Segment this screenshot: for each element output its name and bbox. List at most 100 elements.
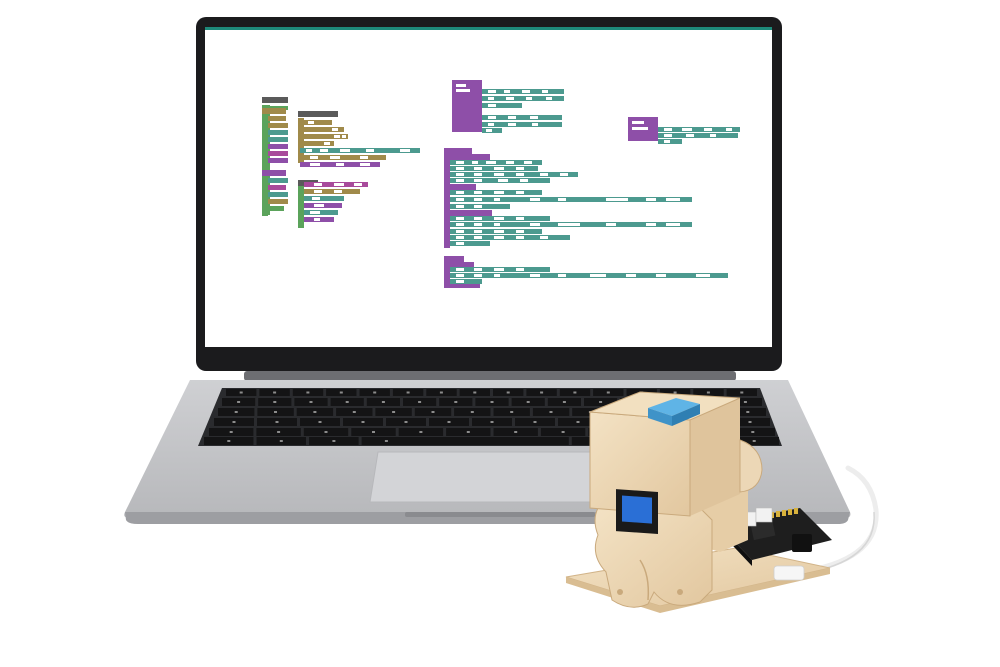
code-block-slot xyxy=(312,197,320,200)
code-block-slot xyxy=(366,149,374,152)
code-block-row xyxy=(482,122,562,127)
code-block-slot xyxy=(456,280,464,283)
usb-plug xyxy=(773,565,805,581)
code-block-slot xyxy=(474,205,482,208)
code-block-spine xyxy=(262,105,270,215)
key-legend xyxy=(372,431,375,433)
code-block-slot xyxy=(530,274,540,277)
code-block-slot xyxy=(530,198,540,201)
code-block-slot xyxy=(656,274,666,277)
code-block-row xyxy=(450,172,578,177)
code-block-slot xyxy=(632,127,648,130)
code-block-row xyxy=(300,148,420,153)
code-block xyxy=(268,158,288,163)
key-legend xyxy=(506,391,510,394)
key-legend xyxy=(599,401,603,403)
code-block-row xyxy=(450,273,728,278)
key-legend xyxy=(277,431,281,433)
key-legend xyxy=(466,431,470,433)
key-legend xyxy=(549,411,553,413)
code-block-slot xyxy=(494,230,504,233)
code-block-slot xyxy=(516,167,524,170)
key-legend xyxy=(419,431,423,433)
oled-screen xyxy=(622,495,652,524)
key-legend xyxy=(273,401,277,403)
code-block-slot xyxy=(314,218,320,221)
key-legend xyxy=(352,411,356,413)
code-block-slot xyxy=(456,217,464,220)
code-block-slot xyxy=(456,161,464,164)
code-block-slot xyxy=(334,190,342,193)
code-block xyxy=(268,178,288,183)
key-legend xyxy=(239,391,243,394)
code-block-row xyxy=(482,103,522,108)
robot-screw-right xyxy=(677,589,683,595)
code-block-slot xyxy=(520,179,528,182)
code-block-row xyxy=(482,115,562,120)
code-block-slot xyxy=(332,128,338,131)
code-block-slot xyxy=(474,167,482,170)
code-block-slot xyxy=(646,198,656,201)
code-block-slot xyxy=(506,161,514,164)
code-block-row xyxy=(450,279,482,284)
code-block-slot xyxy=(324,142,330,145)
code-block-slot xyxy=(626,274,636,277)
key-legend xyxy=(743,401,747,403)
key-legend xyxy=(273,391,277,394)
key-legend xyxy=(752,440,756,442)
code-block-slot xyxy=(606,198,628,201)
key-legend xyxy=(510,411,514,413)
code-block-slot xyxy=(310,163,320,166)
code-block-slot xyxy=(664,134,672,137)
code-block-slot xyxy=(590,274,606,277)
code-block xyxy=(262,170,286,176)
code-block-slot xyxy=(472,161,478,164)
code-block-row xyxy=(658,133,738,138)
key-legend xyxy=(561,431,565,433)
code-block-spine xyxy=(444,256,450,286)
code-block-slot xyxy=(560,173,568,176)
code-block-slot xyxy=(516,191,524,194)
code-block-slot xyxy=(474,236,482,239)
code-block-slot xyxy=(354,183,362,186)
code-block-slot xyxy=(516,236,524,239)
code-block-slot xyxy=(494,217,504,220)
key-legend xyxy=(706,391,710,394)
key-legend xyxy=(751,431,755,433)
code-block-slot xyxy=(530,116,538,119)
code-block-slot xyxy=(498,179,508,182)
code-block-slot xyxy=(682,128,692,131)
code-block-slot xyxy=(666,198,680,201)
code-block-slot xyxy=(308,121,314,124)
code-block-slot xyxy=(334,183,344,186)
code-block-slot xyxy=(516,268,524,271)
code-block-slot xyxy=(696,274,710,277)
code-block-slot xyxy=(506,97,514,100)
code-block-slot xyxy=(342,135,346,138)
code-block-slot xyxy=(456,84,466,87)
code-block-slot xyxy=(726,128,732,131)
code-block-row xyxy=(658,127,740,132)
key-legend xyxy=(746,411,750,413)
usb-cable xyxy=(797,465,879,575)
code-block-slot xyxy=(666,223,680,226)
code-block-slot xyxy=(314,190,322,193)
code-block-slot xyxy=(456,274,464,277)
key-legend xyxy=(418,401,422,403)
dc-jack xyxy=(792,534,812,552)
code-block-slot xyxy=(330,156,340,159)
code-block-slot xyxy=(494,236,504,239)
code-block-slot xyxy=(540,173,548,176)
code-block xyxy=(268,199,288,204)
code-block-slot xyxy=(456,167,464,170)
code-block-slot xyxy=(704,128,712,131)
key-legend xyxy=(309,401,313,403)
code-block-row xyxy=(450,241,490,246)
code-block-row xyxy=(304,141,334,146)
code-block-slot xyxy=(474,198,482,201)
trackpad xyxy=(369,451,621,503)
code-block-slot xyxy=(632,121,644,124)
key-legend xyxy=(234,411,238,413)
key-legend xyxy=(526,401,530,403)
code-block-slot xyxy=(474,173,482,176)
